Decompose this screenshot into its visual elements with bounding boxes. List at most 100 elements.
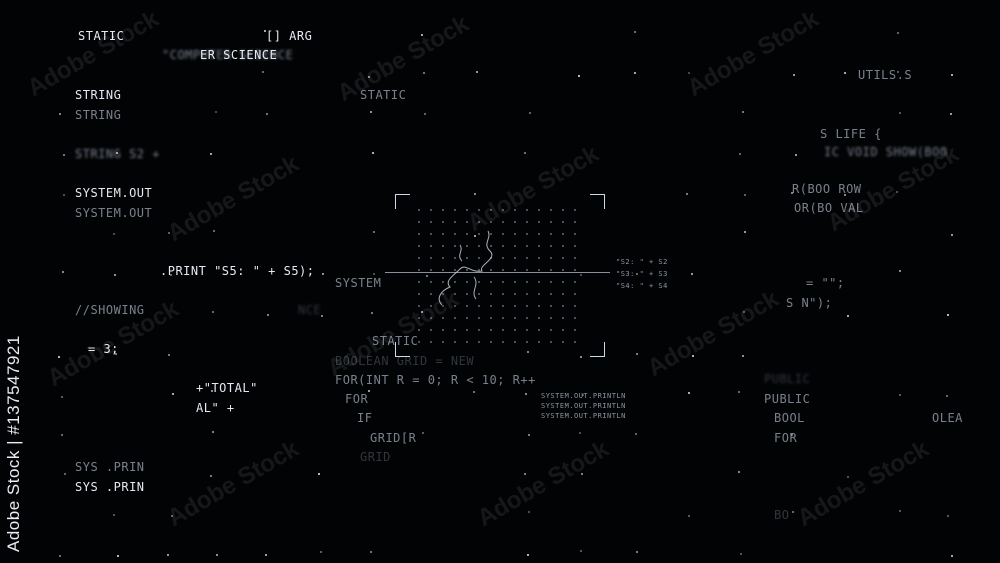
particle-dot: [368, 76, 370, 78]
particle-dot: [422, 432, 424, 434]
code-line: AL" +: [196, 401, 235, 415]
particle-dot: [423, 72, 425, 74]
particle-dot: [112, 36, 114, 38]
hud-scan-line: [385, 272, 610, 273]
particle-dot: [897, 32, 899, 34]
code-line: PUBLIC: [764, 392, 811, 406]
code-line: STATIC: [372, 334, 419, 348]
particle-dot: [951, 555, 953, 557]
code-line: PUBLIC: [764, 372, 811, 386]
particle-dot: [578, 75, 580, 77]
particle-dot: [113, 514, 115, 516]
code-line: S LIFE {: [820, 127, 882, 141]
particle-dot: [210, 153, 212, 155]
particle-dot: [373, 273, 375, 275]
particle-dot: [473, 391, 475, 393]
particle-dot: [524, 152, 526, 154]
particle-dot: [791, 434, 793, 436]
particle-dot: [899, 510, 901, 512]
particle-dot: [528, 511, 530, 513]
particle-dot: [63, 154, 65, 156]
particle-dot: [371, 312, 373, 314]
particle-dot: [321, 315, 323, 317]
particle-dot: [844, 194, 846, 196]
code-line: FOR: [345, 392, 369, 406]
particle-dot: [792, 511, 794, 513]
watermark-text: Adobe Stock: [792, 435, 934, 532]
particle-dot: [529, 112, 531, 114]
code-line: IF: [357, 411, 373, 425]
code-line: "S2: " + S2: [616, 258, 668, 266]
code-line: OR(BO VAL: [794, 201, 864, 215]
particle-dot: [113, 233, 115, 235]
particle-dot: [744, 231, 746, 233]
code-line: R(BOO ROW: [792, 182, 862, 196]
particle-dot: [64, 473, 66, 475]
code-line: STATIC: [360, 88, 407, 102]
particle-dot: [739, 153, 741, 155]
code-line: IC VOID SHOW(BOO: [824, 145, 948, 159]
particle-dot: [946, 395, 948, 397]
watermark-text: Adobe Stock: [642, 285, 784, 382]
particle-dot: [210, 475, 212, 477]
particle-dot: [211, 390, 213, 392]
particle-dot: [318, 473, 320, 475]
code-line: STRING: [75, 88, 122, 102]
particle-dot: [265, 554, 267, 556]
particle-dot: [212, 431, 214, 433]
particle-dot: [59, 555, 61, 557]
particle-dot: [63, 194, 65, 196]
particle-dot: [172, 393, 174, 395]
particle-dot: [59, 113, 61, 115]
particle-dot: [795, 154, 797, 156]
particle-dot: [61, 434, 63, 436]
particle-dot: [117, 555, 119, 557]
hud-target-frame: [385, 192, 610, 357]
code-line: //SHOWING: [75, 303, 145, 317]
code-line: S N");: [786, 296, 833, 310]
particle-dot: [370, 551, 372, 553]
particle-dot: [171, 515, 173, 517]
scribble-glyph-icon: [438, 230, 493, 306]
code-line: SYS .PRIN: [75, 460, 145, 474]
hud-dot-grid: [413, 204, 583, 344]
particle-dot: [899, 112, 901, 114]
particle-dot: [691, 273, 693, 275]
particle-dot: [424, 113, 426, 115]
particle-dot: [951, 74, 953, 76]
code-line: GRID: [360, 450, 391, 464]
particle-dot: [212, 311, 214, 313]
code-line: "S3: " + S3: [616, 270, 668, 278]
particle-dot: [738, 471, 740, 473]
code-line: = 3;: [88, 342, 119, 356]
particle-dot: [167, 554, 169, 556]
particle-dot: [686, 193, 688, 195]
particle-dot: [947, 314, 949, 316]
code-line: ER SCIENCE: [200, 48, 278, 62]
particle-dot: [527, 351, 529, 353]
particle-dot: [267, 314, 269, 316]
particle-dot: [947, 515, 949, 517]
code-line: FOR: [774, 431, 798, 445]
watermark-text: Adobe Stock: [162, 150, 304, 247]
code-line: +"TOTAL": [196, 381, 258, 395]
particle-dot: [116, 152, 118, 154]
particle-dot: [744, 194, 746, 196]
particle-dot: [370, 111, 372, 113]
particle-dot: [368, 390, 370, 392]
code-line: [] ARG: [266, 29, 313, 43]
particle-dot: [216, 554, 218, 556]
particle-dot: [688, 392, 690, 394]
particle-dot: [264, 30, 266, 32]
particle-dot: [474, 193, 476, 195]
particle-dot: [168, 232, 170, 234]
code-line: FOR(INT R = 0; R < 10; R++: [335, 373, 536, 387]
particle-dot: [950, 113, 952, 115]
particle-dot: [634, 31, 636, 33]
particle-dot: [582, 394, 584, 396]
particle-dot: [738, 391, 740, 393]
particle-dot: [170, 274, 172, 276]
code-line: "COMPUTER SCIENCE: [162, 48, 294, 62]
particle-dot: [524, 473, 526, 475]
